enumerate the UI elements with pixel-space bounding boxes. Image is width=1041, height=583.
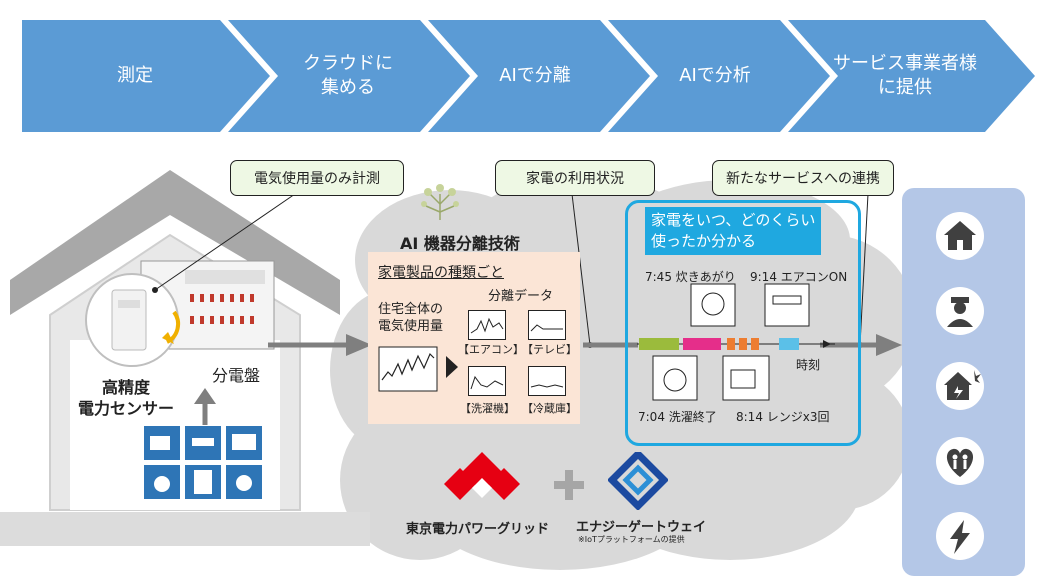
- tag-tv: 【テレビ】: [522, 343, 577, 356]
- power-sensor-icon: [85, 273, 181, 367]
- tag-fridge: 【冷蔵庫】: [522, 402, 577, 415]
- mini-chart-tv: [528, 310, 566, 340]
- sensor-label: 高精度 電力センサー: [78, 378, 175, 418]
- ai-total-label: 住宅全体の 電気使用量: [378, 302, 444, 334]
- event-rice-done: 7:45 炊きあがり: [645, 270, 736, 284]
- tepco-logo-text: 東京電力パワーグリッド: [406, 522, 550, 537]
- energy-gateway-logo-icon: [608, 452, 668, 510]
- callout-measure: 電気使用量のみ計測: [230, 160, 404, 196]
- process-flow: [22, 19, 1035, 133]
- ai-subtitle: 家電製品の種類ごと: [378, 265, 504, 281]
- tag-aircon: 【エアコン】: [458, 343, 524, 356]
- ai-tree-icon: [421, 184, 459, 220]
- house-icon: [936, 212, 984, 260]
- energy-gateway-note: ※IoTプラットフォームの提供: [578, 535, 685, 544]
- appliance-grid-icon: [144, 426, 262, 499]
- usage-headline: 家電をいつ、どのくらい 使ったか分かる: [645, 207, 822, 255]
- arrow-right-icon: [446, 356, 458, 378]
- ai-title: AI 機器分離技術: [400, 234, 520, 253]
- mini-chart-washer: [468, 366, 506, 396]
- usage-timeline: [637, 283, 835, 401]
- callout-usage: 家電の利用状況: [495, 160, 655, 196]
- callout-service: 新たなサービスへの連携: [712, 160, 894, 196]
- event-aircon-on: 9:14 エアコンON: [750, 270, 848, 284]
- process-step-analyze: AIで分析: [679, 64, 751, 86]
- process-step-collect: クラウドに 集める: [303, 52, 393, 98]
- guard-icon: [936, 287, 984, 335]
- process-step-provide: サービス事業者様 に提供: [833, 52, 977, 98]
- tag-washer: 【洗濯機】: [460, 402, 515, 415]
- disaster-house-icon: [936, 362, 984, 410]
- total-usage-chart-icon: [378, 346, 438, 392]
- process-step-measure: 測定: [117, 64, 153, 86]
- ai-separated-label: 分離データ: [488, 289, 554, 304]
- lightning-icon: [936, 512, 984, 560]
- usage-box: [625, 200, 861, 446]
- process-step-separate: AIで分離: [499, 64, 571, 86]
- tepco-logo-icon: [444, 452, 520, 500]
- mini-chart-fridge: [528, 366, 566, 396]
- care-heart-icon: [936, 437, 984, 485]
- event-washer-done: 7:04 洗濯終了: [638, 410, 717, 424]
- plus-icon: [554, 470, 584, 500]
- time-axis-label: 時刻: [796, 358, 821, 372]
- mini-chart-aircon: [468, 310, 506, 340]
- event-microwave: 8:14 レンジx3回: [736, 410, 830, 424]
- panel-label: 分電盤: [212, 366, 261, 385]
- energy-gateway-logo-text: エナジーゲートウェイ: [576, 520, 707, 535]
